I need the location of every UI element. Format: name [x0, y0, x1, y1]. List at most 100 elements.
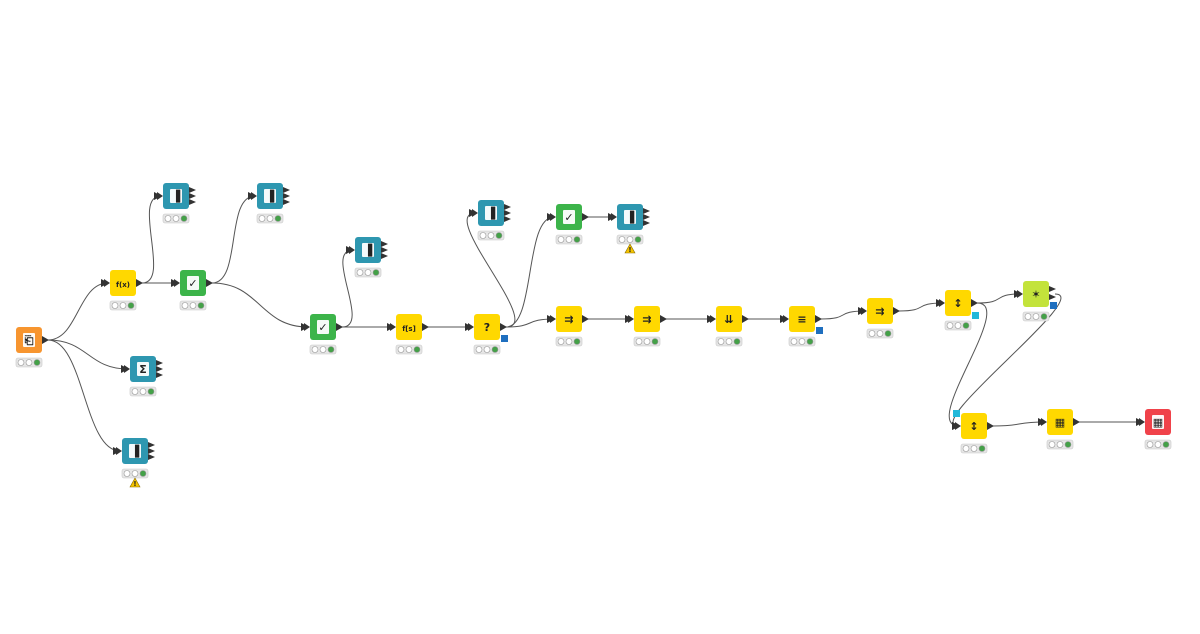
output-port[interactable]: [643, 208, 650, 214]
input-port[interactable]: [251, 192, 257, 200]
input-port[interactable]: [174, 279, 180, 287]
node-body[interactable]: [867, 298, 893, 324]
output-port[interactable]: [582, 213, 589, 221]
flow-variable-port[interactable]: [816, 327, 823, 334]
input-port[interactable]: [710, 315, 716, 323]
input-port[interactable]: [472, 209, 478, 217]
output-port[interactable]: [283, 187, 290, 193]
output-port[interactable]: [893, 307, 900, 315]
node-n15[interactable]: ⇉: [550, 306, 589, 347]
output-port[interactable]: [148, 448, 155, 454]
output-port[interactable]: [500, 323, 507, 331]
flow-variable-port[interactable]: [501, 335, 508, 342]
input-port[interactable]: [783, 315, 789, 323]
output-port[interactable]: [136, 279, 143, 287]
edge-n21-n22[interactable]: [951, 293, 1062, 430]
output-port[interactable]: [987, 422, 994, 430]
input-port[interactable]: [124, 365, 130, 373]
edge-n22-n23[interactable]: [992, 418, 1046, 427]
input-port[interactable]: [349, 246, 355, 254]
output-port[interactable]: [148, 454, 155, 460]
edge-n8-n9[interactable]: [341, 246, 354, 328]
output-port[interactable]: [283, 199, 290, 205]
output-port[interactable]: [660, 315, 667, 323]
node-body[interactable]: [716, 306, 742, 332]
input-port[interactable]: [861, 307, 867, 315]
warning-icon[interactable]: !: [129, 477, 141, 488]
node-body[interactable]: [789, 306, 815, 332]
output-port[interactable]: [381, 253, 388, 259]
node-n17[interactable]: ⇊: [710, 306, 749, 347]
output-port[interactable]: [643, 214, 650, 220]
node-n22[interactable]: ↕: [953, 410, 994, 454]
node-body[interactable]: [945, 290, 971, 316]
edge-n4-n8[interactable]: [211, 282, 309, 331]
flow-variable-port[interactable]: [953, 410, 960, 417]
input-port[interactable]: [468, 323, 474, 331]
output-port[interactable]: [381, 241, 388, 247]
warning-icon[interactable]: !: [624, 243, 636, 254]
node-n18[interactable]: ≡: [783, 306, 823, 347]
flow-variable-port[interactable]: [972, 312, 979, 319]
edge-n11-n12[interactable]: [466, 209, 516, 328]
output-port[interactable]: [189, 199, 196, 205]
input-port[interactable]: [116, 447, 122, 455]
node-n2[interactable]: f(x): [104, 270, 143, 311]
node-body[interactable]: [961, 413, 987, 439]
node-n6[interactable]: Σ: [124, 356, 163, 397]
node-n7[interactable]: ▐!: [116, 438, 155, 488]
output-port[interactable]: [189, 187, 196, 193]
node-n13[interactable]: ✓: [550, 204, 589, 245]
node-n19[interactable]: ⇉: [861, 298, 900, 339]
output-port[interactable]: [336, 323, 343, 331]
node-n8[interactable]: ✓: [304, 314, 343, 355]
output-port[interactable]: [1073, 418, 1080, 426]
node-n14[interactable]: ▐!: [611, 204, 650, 254]
node-n24[interactable]: ▦: [1139, 409, 1172, 450]
node-body[interactable]: [110, 270, 136, 296]
output-port[interactable]: [815, 315, 822, 323]
edge-n11-n13[interactable]: [505, 213, 555, 328]
input-port[interactable]: [1041, 418, 1047, 426]
node-n12[interactable]: ▐: [472, 200, 511, 241]
output-port[interactable]: [283, 193, 290, 199]
edge-n18-n19[interactable]: [820, 307, 866, 320]
edge-n4-n5[interactable]: [211, 192, 256, 284]
flow-variable-port[interactable]: [1050, 302, 1057, 309]
input-port[interactable]: [390, 323, 396, 331]
output-port[interactable]: [1049, 286, 1056, 292]
edge-n20-n22[interactable]: [948, 302, 988, 430]
node-n5[interactable]: ▐: [251, 183, 290, 224]
output-port[interactable]: [1049, 294, 1056, 300]
output-port[interactable]: [156, 366, 163, 372]
output-port[interactable]: [156, 372, 163, 378]
input-port[interactable]: [939, 299, 945, 307]
output-port[interactable]: [643, 220, 650, 226]
input-port[interactable]: [955, 422, 961, 430]
input-port[interactable]: [1017, 290, 1023, 298]
node-n23[interactable]: ▦: [1041, 409, 1080, 450]
output-port[interactable]: [381, 247, 388, 253]
output-port[interactable]: [971, 299, 978, 307]
edge-n2-n3[interactable]: [141, 192, 162, 284]
node-n4[interactable]: ✓: [174, 270, 213, 311]
output-port[interactable]: [156, 360, 163, 366]
edge-n1-n6[interactable]: [47, 339, 129, 373]
input-port[interactable]: [628, 315, 634, 323]
output-port[interactable]: [206, 279, 213, 287]
output-port[interactable]: [504, 210, 511, 216]
output-port[interactable]: [504, 204, 511, 210]
input-port[interactable]: [611, 213, 617, 221]
node-n16[interactable]: ⇉: [628, 306, 667, 347]
edge-n1-n7[interactable]: [47, 339, 121, 455]
node-n1[interactable]: ⎗: [15, 327, 49, 368]
input-port[interactable]: [157, 192, 163, 200]
output-port[interactable]: [189, 193, 196, 199]
input-port[interactable]: [550, 315, 556, 323]
output-port[interactable]: [42, 336, 49, 344]
output-port[interactable]: [504, 216, 511, 222]
edge-n11-n15[interactable]: [505, 315, 555, 328]
node-n9[interactable]: ▐: [349, 237, 388, 278]
node-body[interactable]: [634, 306, 660, 332]
